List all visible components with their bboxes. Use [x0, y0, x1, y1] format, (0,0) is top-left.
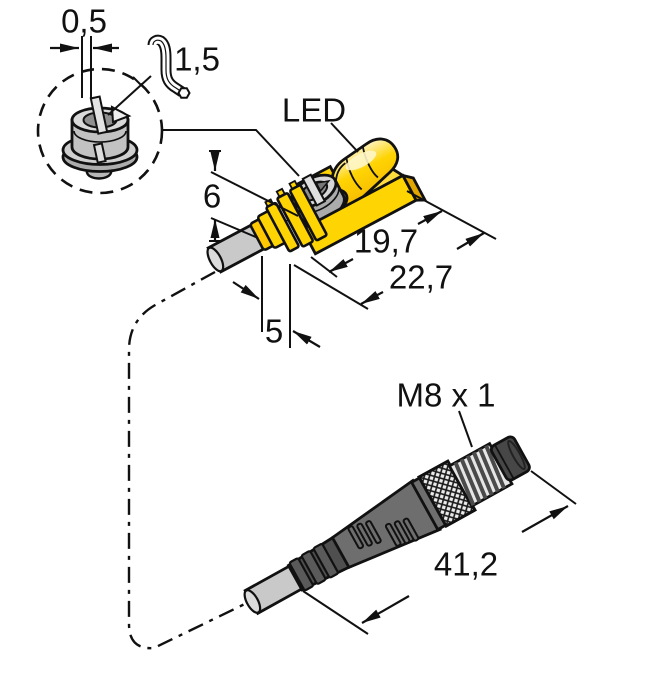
- slot-width-label: 0,5: [61, 3, 107, 40]
- centerline-dash-dot: [127, 270, 254, 650]
- total-length-label: 22,7: [389, 259, 453, 296]
- connector-annotations: M8 x 1 41,2: [302, 377, 577, 635]
- led-leader-line: [330, 122, 359, 153]
- body-length-label: 19,7: [354, 223, 418, 260]
- sensor-annotations: LED 6 5 19,7: [203, 92, 497, 350]
- connector-tip: [489, 435, 531, 482]
- hex-key-size-label: 1,5: [174, 41, 220, 78]
- thread-leader-line: [458, 410, 473, 448]
- screw-detail: [61, 95, 139, 180]
- height-label: 6: [203, 178, 221, 215]
- sensor-clamp-plates: [264, 179, 328, 253]
- connector-length-label: 41,2: [434, 546, 498, 583]
- cable-section-dimension: 5: [232, 256, 321, 350]
- m8-connector: [243, 435, 531, 616]
- connector-length-dimension: 41,2: [302, 470, 577, 635]
- height-dimension: 6: [203, 150, 299, 242]
- detail-view: 0,5 1,5: [36, 3, 300, 195]
- connector-cable-end: [243, 589, 262, 614]
- sensor-cable-end: [206, 246, 225, 273]
- connector-grip-slots: [347, 517, 420, 550]
- led-label: LED: [282, 92, 346, 129]
- thread-label: M8 x 1: [396, 377, 495, 414]
- detail-leader-line: [162, 129, 300, 177]
- connector-boot-ribs: [288, 543, 339, 592]
- total-length-dimension: 22,7: [293, 232, 485, 310]
- hex-key-icon: 1,5: [107, 34, 220, 116]
- hex-key-tip: [177, 87, 191, 99]
- slot-width-dimension: 0,5: [50, 3, 119, 99]
- body-length-dimension: 19,7: [310, 190, 497, 278]
- cable-section-label: 5: [265, 313, 283, 350]
- sensor-body: [206, 137, 428, 274]
